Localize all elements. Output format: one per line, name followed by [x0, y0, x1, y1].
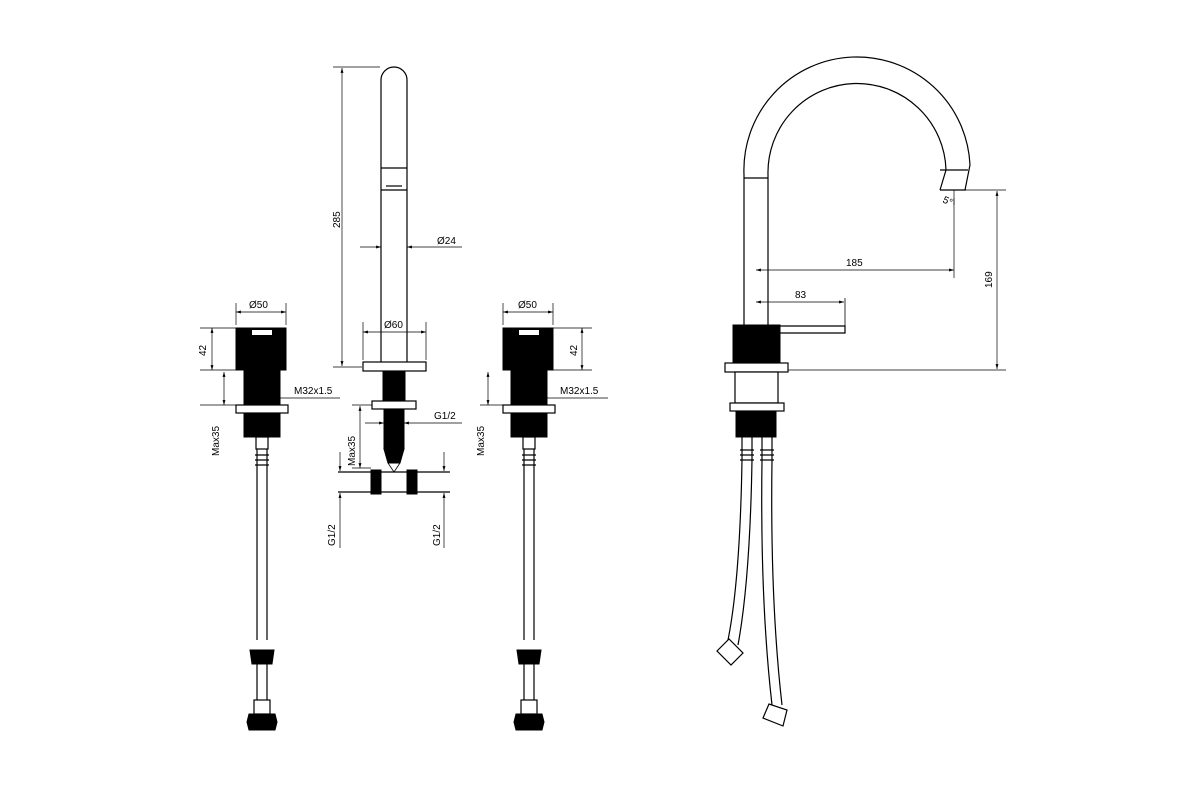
left-nut — [243, 412, 281, 438]
left-max35-label: Max35 — [211, 426, 222, 456]
right-thread-body — [510, 370, 548, 406]
spout-view: 285 Ø24 Ø60 Max35 G1/2 G1/2 G1/2 — [327, 66, 462, 548]
right-hose — [523, 449, 535, 640]
right-mount-plate — [502, 404, 556, 414]
right-handle-body — [502, 327, 554, 371]
left-connector — [255, 436, 269, 450]
spout-stem — [382, 370, 406, 402]
spout-base-diameter-label: Ø60 — [384, 320, 403, 331]
left-valve-view: Ø50 42 Max35 M32x1.5 — [198, 300, 340, 731]
side-shank — [734, 371, 779, 404]
right-thread-label: M32x1.5 — [560, 386, 599, 397]
side-spout-outer — [743, 56, 971, 325]
left-thread-label: M32x1.5 — [294, 386, 333, 397]
right-handle-indicator — [519, 330, 539, 335]
left-thread-body — [243, 370, 281, 406]
spout-base-plate — [362, 361, 427, 372]
spout-max35-label: Max35 — [347, 436, 358, 466]
tee-g12-left-label: G1/2 — [327, 524, 338, 546]
left-handle-diameter-label: Ø50 — [249, 300, 268, 311]
side-height-label: 169 — [984, 271, 995, 288]
tee-left-nut — [370, 469, 382, 495]
left-fitting — [253, 699, 271, 715]
right-handle-height-label: 42 — [569, 344, 580, 356]
left-hose-lower — [256, 664, 268, 700]
side-right-hex-nut — [762, 703, 788, 727]
side-view: 169 185 83 5° — [716, 56, 1006, 727]
spout-g12-side-label: G1/2 — [434, 411, 456, 422]
right-handle-diameter-label: Ø50 — [518, 300, 537, 311]
right-connector — [522, 436, 536, 450]
side-hose-right — [761, 437, 783, 706]
side-mount-plate — [729, 402, 785, 412]
right-nut — [510, 412, 548, 438]
left-hex-nut — [246, 713, 278, 731]
side-reach-label: 185 — [846, 258, 863, 269]
side-angle-label: 5° — [941, 195, 954, 209]
side-lever-label: 83 — [795, 290, 807, 301]
left-handle-indicator — [252, 330, 272, 335]
spout-height-label: 285 — [332, 211, 343, 228]
spout-diameter-label: Ø24 — [437, 236, 456, 247]
side-left-hex-nut — [716, 638, 744, 666]
tee-body — [338, 471, 450, 493]
side-spout-inner — [767, 82, 947, 325]
spout-shank-tip — [383, 448, 405, 464]
left-hose — [256, 449, 268, 640]
side-body — [732, 324, 781, 364]
right-hex-nut — [513, 713, 545, 731]
tee-right-nut — [406, 469, 418, 495]
side-nut — [735, 410, 777, 438]
spout-shank — [383, 408, 405, 450]
side-base-plate — [724, 362, 789, 373]
left-handle-height-label: 42 — [198, 344, 209, 356]
tee-g12-right-label: G1/2 — [432, 524, 443, 546]
side-hose-left — [727, 437, 753, 646]
side-lever — [780, 325, 846, 334]
right-max35-label: Max35 — [476, 426, 487, 456]
right-hose-clip — [516, 649, 542, 665]
left-mount-plate — [235, 404, 289, 414]
spout-tube — [380, 66, 408, 365]
left-hose-ridges — [255, 454, 269, 466]
right-fitting — [520, 699, 538, 715]
left-hose-clip — [249, 649, 275, 665]
right-valve-view: Ø50 42 Max35 M32x1.5 — [476, 300, 608, 731]
spout-mount-plate — [371, 400, 417, 410]
